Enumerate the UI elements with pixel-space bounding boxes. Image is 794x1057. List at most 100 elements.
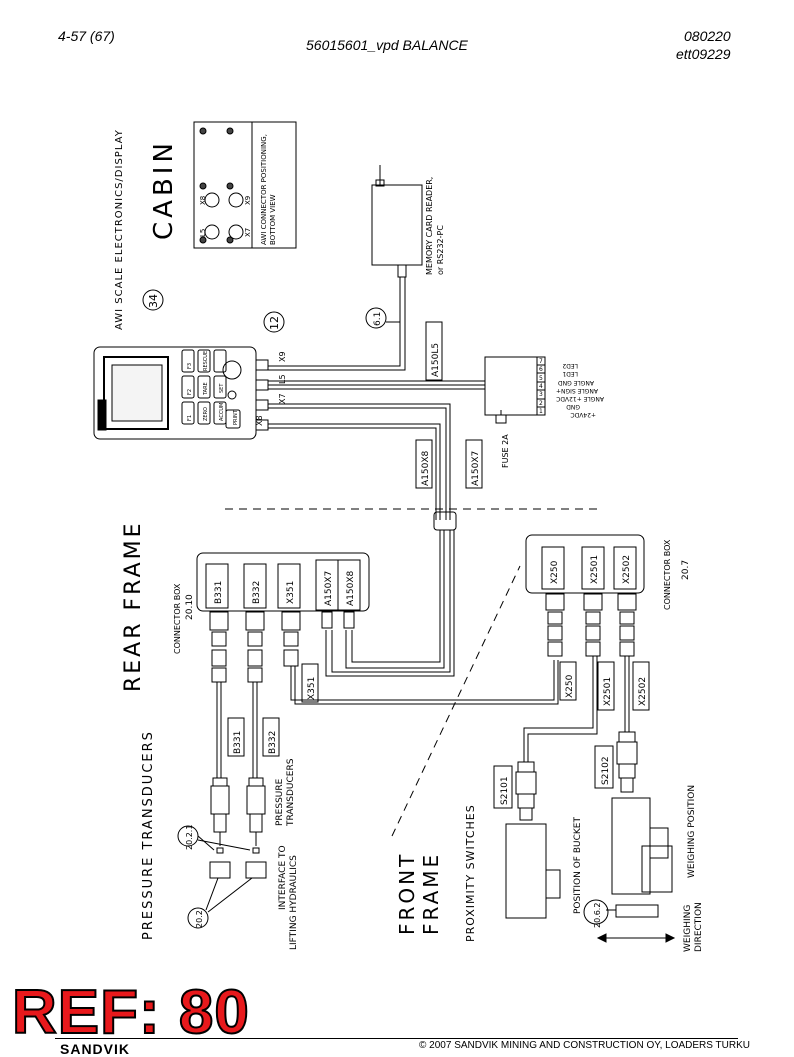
pin-2: 2	[539, 400, 543, 407]
front-rear-divider	[391, 565, 521, 837]
key-accum: ACCUM	[219, 403, 225, 421]
signal-angle-sign: ANGLE SIGN+	[556, 387, 598, 394]
pin-4: 4	[539, 383, 543, 390]
a150x7-label: A150X7	[471, 451, 481, 486]
x7-pos-label: X7	[244, 228, 252, 237]
l5-pos-label: L5	[199, 229, 207, 237]
memory-card-line2: or RS232-PC	[436, 225, 445, 275]
key-print: PRINT	[233, 409, 239, 425]
ref-202-badge	[187, 907, 209, 929]
b331-tag-label: B331	[233, 731, 243, 754]
rear-connector-box	[196, 552, 370, 612]
l5-connector-icon	[204, 224, 220, 240]
slot-a150x8: A150X8	[346, 570, 356, 606]
connector-pos-line1: AWI CONNECTOR POSITIONING,	[260, 134, 268, 245]
slot-x351: X351	[286, 581, 296, 604]
fuse-label: FUSE 2A	[501, 434, 510, 468]
slot-a150x7: A150X7	[324, 571, 334, 606]
b332-tag-label: B332	[268, 731, 278, 754]
cable-ref-6-1-badge	[365, 307, 387, 329]
rear-connector-box-num: 20.10	[185, 594, 195, 620]
memory-card-line1: MEMORY CARD READER,	[425, 177, 434, 275]
display-brand-logo: Sandvik	[99, 406, 106, 430]
x2502-tag	[632, 661, 650, 711]
front-connector-box-label: CONNECTOR BOX	[663, 539, 672, 610]
ref-12-badge	[263, 311, 285, 333]
position-of-bucket-label: POSITION OF BUCKET	[573, 817, 583, 914]
cabin-subtitle: AWI SCALE ELECTRONICS/DISPLAY	[114, 129, 125, 330]
front-frame-title-line2: FRAME	[419, 852, 443, 935]
slot-x250: X250	[550, 560, 560, 584]
x351-tag	[301, 663, 319, 703]
port-x9-label: X9	[278, 351, 287, 362]
key-f2: F2	[187, 389, 193, 395]
footer-divider	[55, 1038, 738, 1039]
ref-34-badge	[142, 289, 164, 311]
awi-display-unit	[93, 346, 257, 440]
front-connector-box-num: 20.7	[681, 560, 691, 580]
memory-card-reader	[371, 184, 423, 266]
date-code: 080220	[684, 28, 731, 44]
x2501-tag	[597, 661, 615, 711]
x7-connector-icon	[228, 224, 244, 240]
proximity-switches-title: PROXIMITY SWITCHES	[464, 804, 477, 942]
rear-cable-glands	[209, 611, 301, 683]
pin-7: 7	[539, 358, 543, 365]
ref-2021-label: 20.2.1	[185, 825, 194, 850]
signal-24vdc: +24VDC	[570, 411, 596, 418]
signal-led1: LED1	[562, 370, 578, 377]
key-f3: F3	[187, 363, 193, 369]
pressure-transducers-line2: TRANSDUCERS	[286, 758, 296, 827]
s2101-label: S2101	[500, 776, 510, 805]
document-title: 56015601_vpd BALANCE	[306, 37, 468, 53]
b331-tag	[227, 717, 245, 757]
slot-x2501: X2501	[590, 555, 600, 584]
pin-6: 6	[539, 366, 543, 373]
pressure-title: PRESSURE TRANSDUCERS	[141, 730, 156, 940]
key-tare: TARE	[203, 382, 209, 396]
b332-tag	[262, 717, 280, 757]
front-connector-box	[525, 534, 645, 594]
front-cable-glands	[545, 593, 637, 657]
hydraulic-interface-right	[245, 861, 267, 879]
interface-line2: LIFTING HYDRAULICS	[289, 855, 299, 950]
cabin-title: CABIN	[149, 139, 179, 240]
a150x8-tag	[415, 439, 433, 489]
ref-stamp: REF: 80	[11, 978, 250, 1047]
ref-12-label: 12	[268, 316, 281, 330]
key-zero: ZERO	[203, 407, 209, 421]
signal-led2: LED2	[562, 362, 578, 369]
s2102-label: S2102	[601, 756, 611, 785]
x2502-tag-label: X2502	[638, 677, 648, 706]
a150l5-tag	[425, 321, 443, 381]
ref-2062-badge	[583, 899, 609, 925]
x8-pos-label: X8	[199, 196, 207, 205]
x351-tag-label: X351	[307, 677, 317, 700]
ref-34-label: 34	[147, 294, 160, 308]
x9-connector-icon	[228, 192, 244, 208]
proximity-switch-s2101-icon	[505, 761, 561, 919]
ref-202-label: 20.2	[195, 910, 204, 928]
slot-b331: B331	[214, 581, 224, 604]
a150x8-label: A150X8	[421, 450, 431, 486]
copyright: © 2007 SANDVIK MINING AND CONSTRUCTION O…	[419, 1040, 750, 1051]
page-ref: 4-57 (67)	[58, 28, 115, 44]
weighing-direction-line2: DIRECTION	[694, 902, 704, 952]
rear-connector-box-label: CONNECTOR BOX	[173, 583, 182, 654]
port-x8-label: X8	[255, 415, 264, 426]
signal-angle-12vdc: ANGLE +12VDC	[556, 395, 604, 402]
front-frame-title-line1: FRONT	[395, 852, 419, 935]
awi-connector-box	[193, 121, 297, 249]
ref-2062-label: 20.6.2	[593, 903, 602, 928]
pin-5: 5	[539, 375, 543, 382]
key-rescue: RESCUE	[203, 351, 209, 371]
pin-1: 1	[539, 408, 543, 415]
cable-ref-6-1: 6.1	[373, 312, 383, 326]
s2102-tag	[594, 745, 614, 789]
x9-pos-label: X9	[244, 196, 252, 205]
slot-b332: B332	[252, 581, 262, 604]
a150x7-tag	[465, 439, 483, 489]
signal-gnd: GND	[566, 403, 580, 410]
x8-connector-icon	[204, 192, 220, 208]
